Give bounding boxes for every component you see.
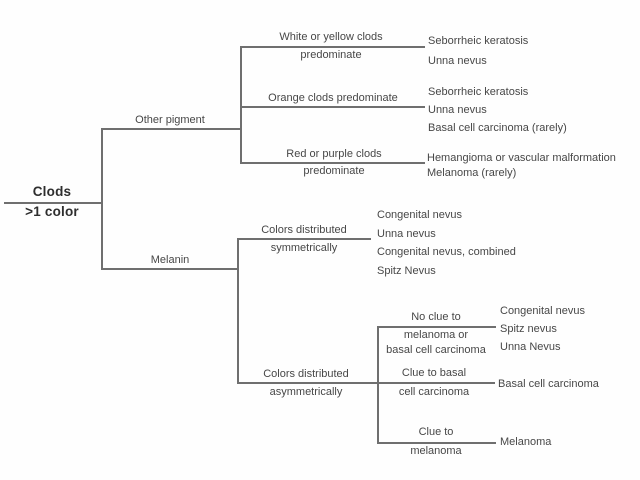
no-clue-branch-line bbox=[377, 326, 496, 328]
outcome-item: Seborrheic keratosis bbox=[428, 86, 529, 98]
other-pigment-bracket-line bbox=[240, 46, 242, 163]
outcome-item: Congenital nevus bbox=[377, 209, 463, 221]
outcomes-red-purple: Hemangioma or vascular malformation Mela… bbox=[427, 151, 616, 181]
outcome-item: Melanoma bbox=[500, 436, 552, 448]
outcome-item: Spitz nevus bbox=[500, 323, 557, 335]
node-melanin: Melanin bbox=[150, 254, 190, 266]
node-no-clue-line2: melanoma or bbox=[403, 329, 469, 341]
node-clue-melanoma-line1: Clue to bbox=[418, 426, 454, 438]
outcomes-orange: Seborrheic keratosis Unna nevus Basal ce… bbox=[428, 83, 567, 137]
outcome-item: Seborrheic keratosis bbox=[428, 35, 529, 47]
outcome-item: Spitz Nevus bbox=[377, 264, 436, 277]
node-no-clue-line3: basal cell carcinoma bbox=[386, 344, 486, 356]
asymmetric-branch-line bbox=[237, 382, 378, 384]
node-orange: Orange clods predominate bbox=[268, 92, 398, 104]
outcomes-symmetric: Congenital nevus Unna nevus Congenital n… bbox=[377, 206, 516, 280]
outcome-item: Unna Nevus bbox=[500, 341, 561, 353]
outcomes-clue-melanoma: Melanoma bbox=[500, 435, 551, 449]
outcome-item: Congenital nevus, combined bbox=[377, 246, 516, 258]
node-clue-bcc-line1: Clue to basal bbox=[401, 367, 467, 379]
root-branch-line bbox=[4, 202, 101, 204]
clue-melanoma-branch-line bbox=[377, 442, 496, 444]
node-asymmetric-line1: Colors distributed bbox=[263, 368, 349, 380]
outcome-item: Melanoma (rarely) bbox=[427, 167, 517, 179]
node-clue-melanoma-line2: melanoma bbox=[410, 445, 462, 457]
node-symmetric-line1: Colors distributed bbox=[261, 224, 347, 236]
level1-bracket-line bbox=[101, 128, 103, 269]
outcome-item: Unna nevus bbox=[428, 55, 487, 67]
node-symmetric-line2: symmetrically bbox=[270, 242, 338, 254]
node-white-yellow-line1: White or yellow clods bbox=[279, 31, 383, 43]
node-red-purple-line1: Red or purple clods bbox=[286, 148, 382, 160]
outcomes-white-yellow: Seborrheic keratosis Unna nevus bbox=[428, 31, 528, 71]
asymmetric-bracket-line bbox=[377, 326, 379, 443]
outcome-item: Hemangioma or vascular malformation bbox=[427, 152, 616, 164]
other-pigment-branch-line bbox=[101, 128, 240, 130]
node-clue-bcc-line2: cell carcinoma bbox=[398, 386, 470, 398]
node-white-yellow-line2: predominate bbox=[300, 49, 362, 61]
root-node-qualifier: >1 color bbox=[25, 204, 79, 219]
root-node-label: Clods bbox=[32, 184, 72, 199]
white-yellow-branch-line bbox=[240, 46, 425, 48]
outcome-item: Unna nevus bbox=[377, 227, 436, 240]
outcome-item: Basal cell carcinoma (rarely) bbox=[428, 122, 567, 134]
melanin-branch-line bbox=[101, 268, 237, 270]
clue-bcc-branch-line bbox=[377, 382, 495, 384]
outcome-item: Congenital nevus bbox=[500, 305, 586, 317]
outcome-item: Basal cell carcinoma bbox=[498, 378, 599, 390]
red-purple-branch-line bbox=[240, 162, 425, 164]
outcome-item: Unna nevus bbox=[428, 104, 487, 116]
node-no-clue-line1: No clue to bbox=[411, 311, 461, 323]
node-red-purple-line2: predominate bbox=[303, 165, 365, 177]
symmetric-branch-line bbox=[237, 238, 371, 240]
orange-branch-line bbox=[240, 106, 425, 108]
node-asymmetric-line2: asymmetrically bbox=[269, 386, 343, 398]
outcomes-no-clue: Congenital nevus Spitz nevus Unna Nevus bbox=[500, 302, 585, 356]
outcomes-clue-bcc: Basal cell carcinoma bbox=[498, 377, 599, 391]
melanin-bracket-line bbox=[237, 238, 239, 383]
node-other-pigment: Other pigment bbox=[135, 114, 205, 126]
